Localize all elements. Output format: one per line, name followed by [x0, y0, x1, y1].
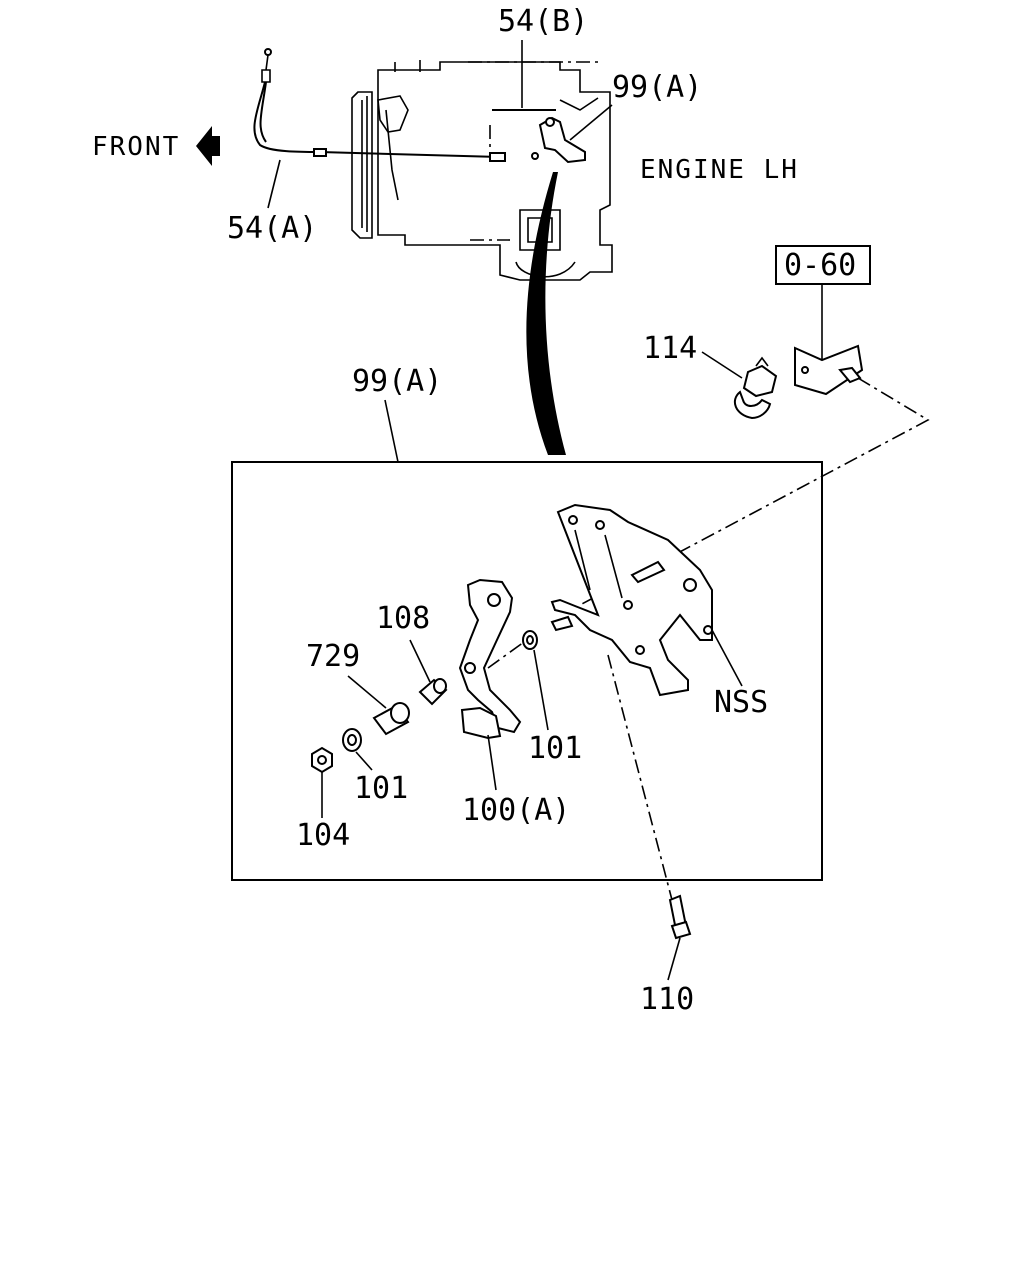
callout-54b: 54(B): [498, 4, 588, 39]
collar-108: [418, 678, 448, 706]
callout-114: 114: [643, 331, 697, 366]
clip-group: 0-60 114: [579, 245, 930, 606]
callout-104: 104: [296, 818, 350, 853]
engine-side-label: ENGINE LH: [640, 155, 799, 185]
callout-729: 729: [306, 639, 360, 674]
ref-box: [775, 245, 871, 285]
callout-108: 108: [376, 601, 430, 636]
callout-110: 110: [640, 982, 694, 1017]
detail-callout-arrow: [526, 172, 566, 455]
callout-99a-top: 99(A): [612, 70, 702, 105]
lever-100a: [458, 578, 522, 740]
front-label: FRONT: [92, 132, 180, 162]
callout-101-left: 101: [354, 771, 408, 806]
engine-overview: [253, 48, 613, 455]
front-arrow-icon: [196, 126, 220, 166]
ref-box-label: 0-60: [784, 248, 856, 283]
callout-101-right: 101: [528, 731, 582, 766]
bracket-nss: [550, 503, 713, 697]
callout-54a: 54(A): [227, 211, 317, 246]
callout-nss: NSS: [714, 685, 768, 720]
bushing-729: [372, 702, 410, 736]
bolt-110: [668, 894, 692, 940]
detail-frame: [231, 461, 823, 881]
callout-100a: 100(A): [462, 793, 570, 828]
callout-99a-detail: 99(A): [352, 364, 442, 399]
